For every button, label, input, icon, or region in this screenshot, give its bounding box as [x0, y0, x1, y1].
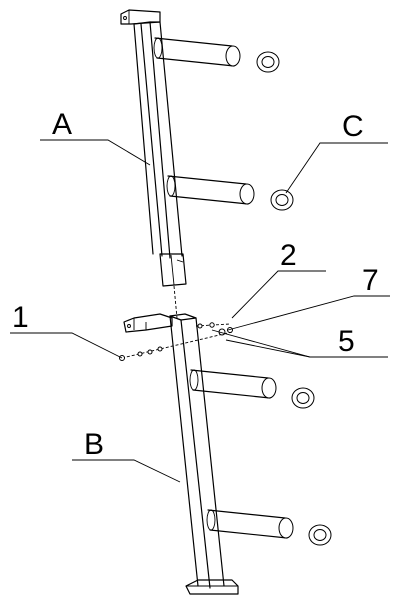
label-c: C [342, 110, 364, 143]
label-1: 1 [12, 301, 29, 334]
lower-arm-2 [206, 509, 294, 539]
label-a: A [52, 108, 72, 141]
lower-ring-1 [291, 387, 315, 409]
label-b: B [84, 428, 104, 461]
leader-lines [10, 139, 390, 483]
upper-post-a [120, 9, 187, 319]
label-2: 2 [280, 239, 297, 272]
upper-ring-2 [270, 189, 294, 211]
lower-ring-2 [308, 524, 332, 546]
lower-arm-1 [189, 369, 277, 399]
upper-arm-2 [166, 175, 255, 205]
upper-arm-1 [153, 37, 241, 67]
upper-ring-1 [256, 51, 280, 73]
label-7: 7 [362, 264, 379, 297]
fastener-bolts [119, 322, 233, 361]
lower-post-b [123, 313, 239, 595]
label-5: 5 [338, 325, 355, 358]
